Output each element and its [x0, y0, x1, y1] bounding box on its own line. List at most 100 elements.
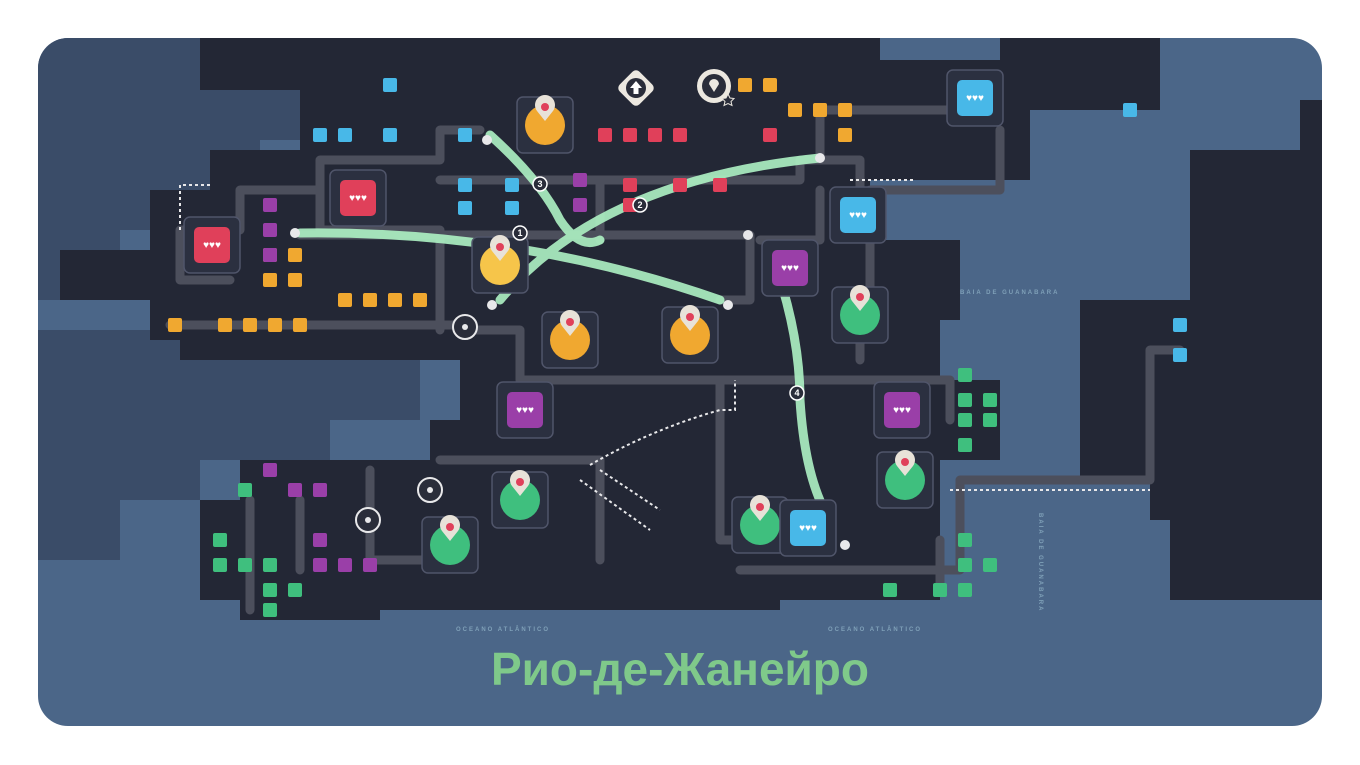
house-orange	[838, 103, 852, 117]
house-green	[983, 393, 997, 407]
house-red	[623, 128, 637, 142]
house-orange	[293, 318, 307, 332]
house-orange	[388, 293, 402, 307]
roundabout	[482, 135, 492, 145]
house-green	[958, 393, 972, 407]
house-blue	[383, 78, 397, 92]
demand-hearts-icon: ♥♥♥	[516, 405, 534, 416]
motorway-number: 2	[637, 200, 642, 210]
destination-orange	[670, 315, 710, 355]
house-blue	[505, 178, 519, 192]
pin-dot	[516, 478, 524, 486]
location-pin-icon	[560, 310, 580, 336]
destination-green	[840, 295, 880, 335]
destination-green	[740, 505, 780, 545]
motorway-number-badge	[512, 225, 528, 241]
house-green	[933, 583, 947, 597]
house-purple	[288, 483, 302, 497]
destination-orange	[550, 320, 590, 360]
house-purple	[263, 463, 277, 477]
destination-green	[885, 460, 925, 500]
destination-purple	[772, 250, 808, 286]
roundabout-center	[462, 324, 468, 330]
roundabout	[840, 540, 850, 550]
house-green	[958, 583, 972, 597]
house-purple	[313, 558, 327, 572]
destinations: ♥♥♥♥♥♥♥♥♥♥♥♥♥♥♥♥♥♥♥♥♥♥♥♥	[183, 69, 1004, 574]
bay-label-vertical: BAIA DE GUANABARA	[1037, 513, 1043, 613]
destination-blue	[840, 197, 876, 233]
bridge	[179, 184, 210, 230]
demand-hearts-icon: ♥♥♥	[799, 523, 817, 534]
location-pin-icon	[750, 495, 771, 521]
demand-hearts-icon: ♥♥♥	[203, 240, 221, 251]
house-green	[983, 558, 997, 572]
bay-label: BAIA DE GUANABARA	[960, 290, 1060, 296]
motorway-number: 1	[517, 228, 522, 238]
roundabout-center	[427, 487, 433, 493]
house-green	[263, 603, 277, 617]
house-purple	[313, 483, 327, 497]
demand-hearts-icon: ♥♥♥	[781, 263, 799, 274]
destination-orange	[525, 105, 565, 145]
house-orange	[763, 78, 777, 92]
house-green	[238, 558, 252, 572]
house-green	[958, 533, 972, 547]
house-orange	[288, 273, 302, 287]
pin-dot	[541, 103, 549, 111]
house-orange	[363, 293, 377, 307]
bridge	[579, 479, 651, 531]
roundabout	[815, 153, 825, 163]
pin-dot	[446, 523, 454, 531]
house-purple	[263, 223, 277, 237]
house-orange	[338, 293, 352, 307]
bridges	[179, 179, 1150, 531]
house-orange	[288, 248, 302, 262]
destination-green	[430, 525, 470, 565]
house-orange	[838, 128, 852, 142]
destination-blue	[957, 80, 993, 116]
city-name-title: Рио-де-Жанейро	[490, 643, 870, 695]
destination-purple	[884, 392, 920, 428]
house-orange	[268, 318, 282, 332]
house-blue	[338, 128, 352, 142]
house-red	[673, 128, 687, 142]
house-purple	[573, 173, 587, 187]
bridge	[599, 469, 661, 511]
location-pin-icon	[535, 94, 555, 121]
house-orange	[788, 103, 802, 117]
ocean-label-left: OCEANO ATLÂNTICO	[456, 627, 550, 633]
house-green	[883, 583, 897, 597]
house-purple	[573, 198, 587, 212]
destination-green	[500, 480, 540, 520]
pin-dot	[566, 318, 574, 326]
pin-dot	[496, 243, 504, 251]
house-purple	[263, 198, 277, 212]
roundabout	[743, 230, 753, 240]
ocean-label-right: OCEANO ATLÂNTICO	[828, 627, 922, 633]
location-pin-icon	[440, 515, 460, 541]
destination-blue	[790, 510, 826, 546]
destination-red	[340, 180, 376, 216]
house-blue	[458, 128, 472, 142]
demand-hearts-icon: ♥♥♥	[966, 93, 984, 104]
house-blue	[458, 178, 472, 192]
house-blue	[458, 201, 472, 215]
motorway-number: 3	[537, 179, 542, 189]
house-green	[263, 558, 277, 572]
house-red	[763, 128, 777, 142]
house-purple	[338, 558, 352, 572]
destination-purple	[507, 392, 543, 428]
location-pin-icon	[850, 285, 870, 311]
location-pin-icon	[510, 470, 530, 496]
motorway	[485, 130, 605, 247]
destination-yellow	[480, 245, 520, 285]
house-green	[958, 368, 972, 382]
house-green	[288, 583, 302, 597]
roundabout	[290, 228, 300, 238]
bridge	[589, 380, 736, 466]
roundabout	[723, 300, 733, 310]
